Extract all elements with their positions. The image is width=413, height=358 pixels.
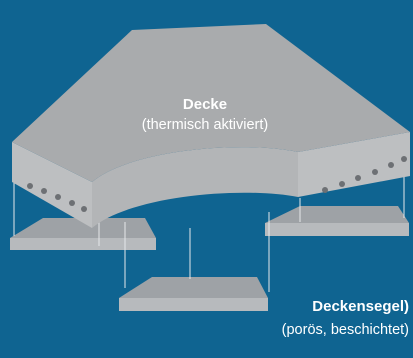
pipe-hole [81,206,87,212]
ceiling-slab [12,24,410,228]
pipe-hole [322,187,328,193]
ceiling-sail-front [119,277,268,311]
slab-left-face [12,142,92,228]
pipe-hole [355,175,361,181]
sail-left-top [10,218,156,238]
pipe-hole [27,183,33,189]
pipe-hole [388,162,394,168]
pipe-hole [339,181,345,187]
sail-right-top [265,206,409,223]
sail-subtitle: (porös, beschichtet) [281,322,409,338]
slab-curved-face [92,147,298,228]
pipe-hole [401,156,407,162]
slab-right-face [298,132,410,197]
ceiling-sail-left [10,218,156,250]
pipe-hole [41,188,47,194]
slab-pipe-holes [27,156,407,212]
ceiling-sail-right [265,206,409,236]
sail-left-side [10,238,156,250]
ceiling-title: Decke [182,96,228,113]
pipe-hole [372,169,378,175]
sail-front-top [119,277,268,298]
sail-title: Deckensegel) [312,298,409,315]
slab-top [12,24,410,182]
sail-right-side [265,223,409,236]
pipe-hole [55,194,61,200]
sail-front-side [119,298,268,311]
ceiling-subtitle: (thermisch aktiviert) [141,117,269,133]
pipe-hole [69,200,75,206]
